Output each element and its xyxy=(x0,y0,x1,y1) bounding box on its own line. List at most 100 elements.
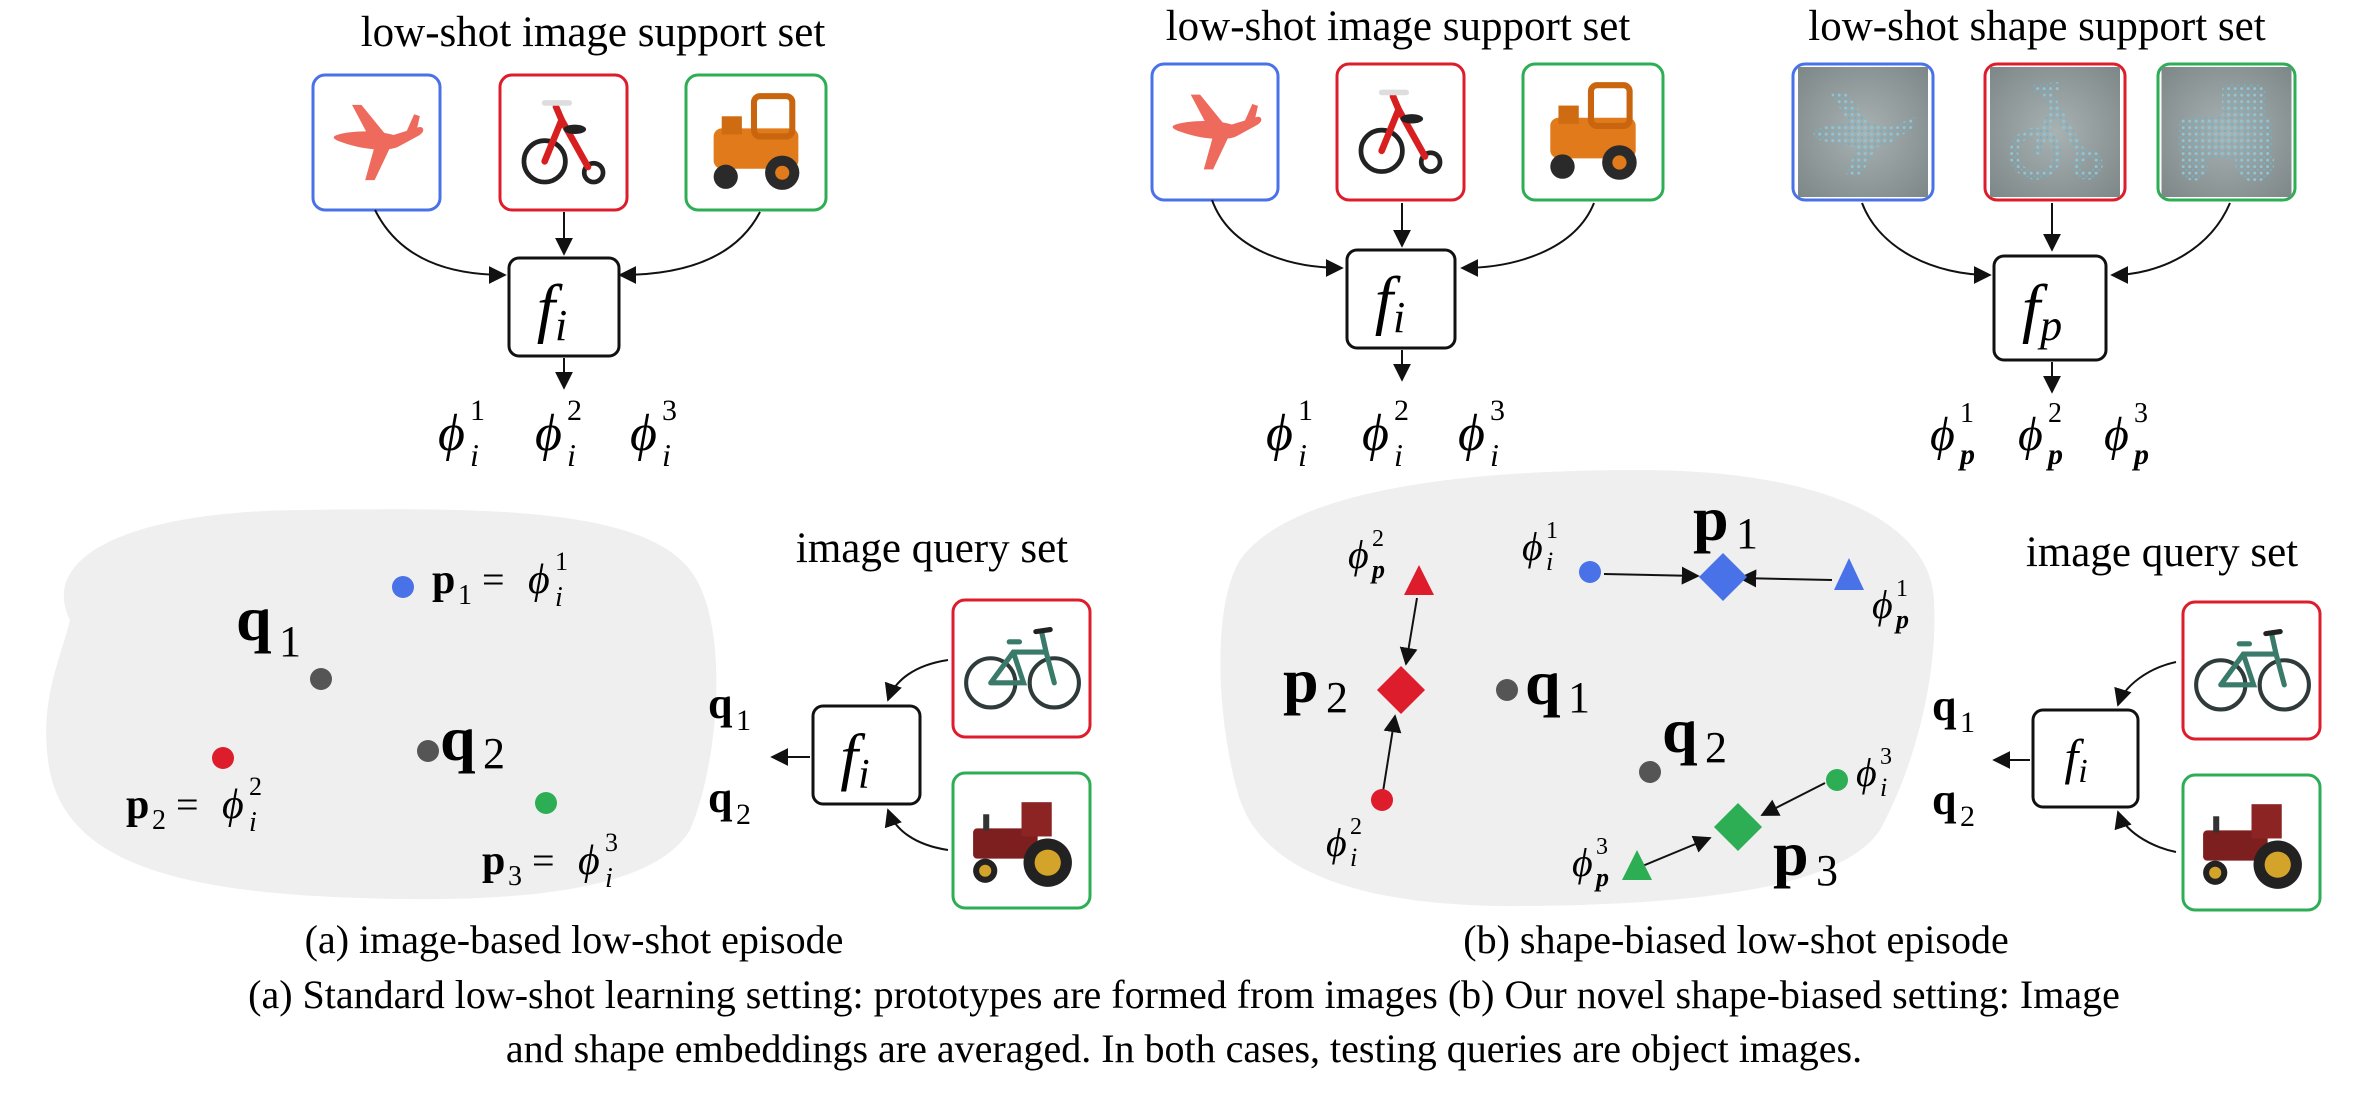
svg-text:p: p xyxy=(1894,605,1909,634)
query-q1-label: q 1 xyxy=(236,583,301,666)
svg-text:2: 2 xyxy=(567,394,582,427)
panel-b-shape-support-title: low-shot shape support set xyxy=(1808,3,2265,50)
support-shape-airplane xyxy=(1791,62,1935,202)
phi-i1-point xyxy=(1579,561,1601,583)
svg-text:1: 1 xyxy=(1546,518,1558,544)
prototype-p3-label: p 3 = ϕ 3 i xyxy=(482,828,618,894)
svg-text:=: = xyxy=(176,782,199,827)
shape-encoder-sub: p xyxy=(2037,301,2062,350)
prototype-p3-point xyxy=(535,792,557,814)
svg-text:ϕ: ϕ xyxy=(1348,532,1369,577)
svg-text:2: 2 xyxy=(1705,723,1727,772)
embedding-b-phi-p-2: ϕ 2 p xyxy=(2018,398,2063,471)
svg-text:ϕ: ϕ xyxy=(528,557,550,603)
svg-text:3: 3 xyxy=(1490,394,1505,427)
query-encoder-sub-b: i xyxy=(2078,753,2087,790)
svg-text:1: 1 xyxy=(1960,706,1975,739)
svg-text:=: = xyxy=(482,557,505,602)
query-image-bicycle xyxy=(951,598,1092,739)
phi-i2-point xyxy=(1371,789,1393,811)
svg-text:ϕ: ϕ xyxy=(1326,820,1347,865)
phi-i1-label: ϕ 1 i xyxy=(1522,518,1558,576)
arrow-bicycle-to-query-encoder xyxy=(884,659,949,702)
prototype-p1-point xyxy=(392,576,414,598)
svg-text:p: p xyxy=(1283,645,1319,716)
support-image-airplane-b xyxy=(1150,62,1280,202)
panel-b-image-support-title: low-shot image support set xyxy=(1166,3,1631,50)
svg-text:p: p xyxy=(2131,438,2149,471)
svg-text:1: 1 xyxy=(1568,673,1590,722)
svg-text:i: i xyxy=(1394,437,1403,473)
svg-text:p: p xyxy=(126,782,149,828)
phi-p1-triangle xyxy=(1834,558,1864,590)
phi-i3-point xyxy=(1826,769,1848,791)
svg-text:p: p xyxy=(432,557,455,603)
query-q1-label-b: q 1 xyxy=(1525,647,1590,722)
panel-b-query-title: image query set xyxy=(2026,529,2298,576)
svg-text:2: 2 xyxy=(483,729,505,778)
svg-text:i: i xyxy=(1880,773,1887,802)
arrow-b-img1 xyxy=(1211,199,1344,277)
svg-text:1: 1 xyxy=(736,704,751,737)
svg-text:p: p xyxy=(1693,483,1729,554)
svg-text:i: i xyxy=(605,863,613,894)
panel-a-label: (a) image-based low-shot episode xyxy=(305,917,844,962)
svg-text:3: 3 xyxy=(1880,744,1892,770)
caption-line-2: and shape embeddings are averaged. In bo… xyxy=(505,1026,1863,1071)
svg-text:i: i xyxy=(1298,437,1307,473)
svg-text:ϕ: ϕ xyxy=(535,405,562,462)
embedding-b-phi-i-2: ϕ 2 i xyxy=(1362,394,1409,473)
panel-b: low-shot image support set low-shot shap… xyxy=(1150,3,2322,962)
encoder-sub: i xyxy=(555,301,567,350)
arrow-b-shape1 xyxy=(1861,202,1992,284)
svg-text:i: i xyxy=(470,437,479,473)
svg-text:ϕ: ϕ xyxy=(630,405,657,462)
svg-text:2: 2 xyxy=(249,772,262,801)
pointcloud-tricycle-icon xyxy=(1990,67,2120,197)
prototype-p2-label: p 2 = ϕ 2 i xyxy=(126,772,262,838)
embedding-b-phi-p-3: ϕ 3 p xyxy=(2104,398,2149,471)
query-encoder-box-b xyxy=(2031,708,2140,809)
shape-encoder-box xyxy=(1992,254,2108,362)
query-encoder-box-a xyxy=(811,704,922,806)
query-output-q1-a: q 1 xyxy=(708,679,751,737)
prototype-p2-label-b: p 2 xyxy=(1283,645,1348,722)
embedding-phi-i-2: ϕ 2 i xyxy=(535,394,582,473)
svg-text:i: i xyxy=(249,807,257,838)
embedding-phi-i-1: ϕ 1 i xyxy=(438,394,485,473)
svg-text:2: 2 xyxy=(1350,814,1362,840)
svg-text:i: i xyxy=(567,437,576,473)
svg-text:1: 1 xyxy=(1896,576,1908,602)
svg-text:ϕ: ϕ xyxy=(2018,408,2043,461)
svg-text:1: 1 xyxy=(458,580,472,611)
svg-text:ϕ: ϕ xyxy=(1362,405,1389,462)
arrow-b-tractor-to-encoder xyxy=(2114,810,2177,853)
support-image-airplane xyxy=(311,73,442,212)
svg-text:ϕ: ϕ xyxy=(1856,750,1877,795)
svg-text:q: q xyxy=(1525,647,1561,718)
svg-text:ϕ: ϕ xyxy=(1458,405,1485,462)
svg-text:q: q xyxy=(708,679,733,728)
svg-text:ϕ: ϕ xyxy=(2104,408,2129,461)
svg-text:i: i xyxy=(1490,437,1499,473)
svg-text:i: i xyxy=(662,437,671,473)
svg-text:i: i xyxy=(555,582,563,613)
arrow-b-img3 xyxy=(1460,202,1595,277)
svg-text:ϕ: ϕ xyxy=(1930,408,1955,461)
svg-text:1: 1 xyxy=(1736,509,1758,558)
support-shape-tricycle xyxy=(1983,62,2127,202)
svg-text:1: 1 xyxy=(279,617,301,666)
panel-a: low-shot image support set fi ϕ 1 i xyxy=(46,9,1092,962)
arrow-phi-i3-to-p3 xyxy=(1760,782,1826,816)
phi-p2-label: ϕ 2 p xyxy=(1348,526,1385,584)
phi-p3-triangle xyxy=(1622,850,1652,880)
query-q2-label: q 2 xyxy=(440,703,505,778)
svg-text:ϕ: ϕ xyxy=(1522,524,1543,569)
svg-text:p: p xyxy=(1370,555,1385,584)
pointcloud-tractor-icon xyxy=(2161,67,2292,197)
svg-text:p: p xyxy=(2045,438,2063,471)
query-image-tractor xyxy=(951,771,1092,910)
svg-text:1: 1 xyxy=(1298,394,1313,427)
prototype-p2-point xyxy=(212,747,234,769)
prototype-p1-label-b: p 1 xyxy=(1693,483,1758,558)
